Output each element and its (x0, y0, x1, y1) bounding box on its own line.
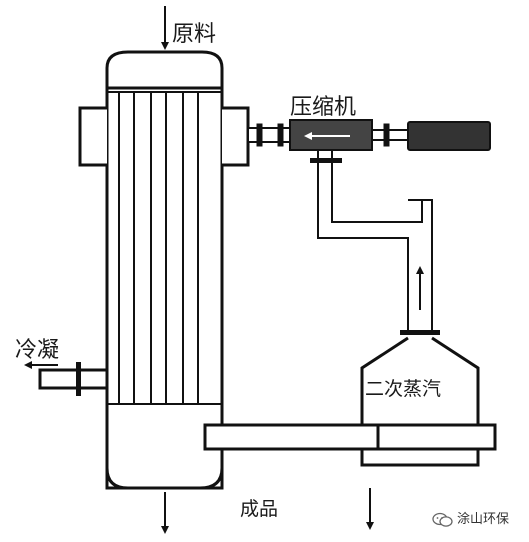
circulation-pipe (203, 423, 497, 451)
compressor-line (247, 119, 491, 151)
condensate-pipe (38, 368, 109, 390)
flange (76, 362, 81, 396)
vapor-pipe (317, 149, 433, 332)
wechat-icon (432, 512, 453, 527)
watermark-text: 涂山环保 (457, 512, 510, 527)
compressor-label: 压缩机 (290, 95, 357, 120)
evaporator-column (105, 50, 224, 490)
product-label: 成品 (240, 498, 279, 520)
heat-exchange-tubes (118, 92, 199, 404)
flange (310, 158, 342, 163)
feed-label: 原料 (172, 22, 217, 47)
flange (400, 330, 440, 335)
secondary-steam-label: 二次蒸汽 (365, 378, 442, 400)
condensate-label: 冷凝 (15, 338, 60, 363)
